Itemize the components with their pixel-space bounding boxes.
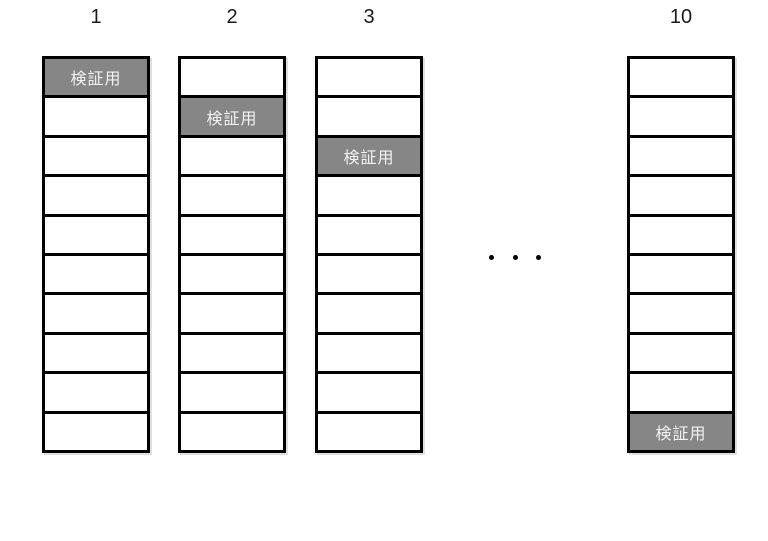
fold-column: 検証用: [178, 56, 286, 453]
training-cell: [630, 256, 732, 296]
ellipsis-separator: [489, 250, 541, 264]
training-cell: [181, 137, 283, 178]
fold-column: 検証用: [315, 56, 423, 453]
training-cell: [630, 137, 732, 178]
training-cell: [318, 334, 420, 375]
training-cell: [181, 295, 283, 335]
training-cell: [630, 59, 732, 99]
training-cell: [630, 374, 732, 414]
training-cell: [181, 334, 283, 375]
training-cell: [318, 98, 420, 138]
validation-cell: 検証用: [45, 59, 147, 99]
fold-label: 3: [363, 6, 375, 28]
training-cell: [45, 98, 147, 138]
training-cell: [630, 295, 732, 335]
validation-cell: 検証用: [181, 98, 283, 138]
ellipsis-dot: [512, 254, 518, 260]
training-cell: [318, 256, 420, 296]
training-cell: [630, 177, 732, 217]
training-cell: [181, 374, 283, 414]
training-cell: [45, 413, 147, 451]
training-cell: [45, 256, 147, 296]
training-cell: [181, 216, 283, 257]
training-cell: [45, 295, 147, 335]
validation-label: 検証用: [655, 425, 707, 443]
validation-label: 検証用: [70, 71, 122, 89]
training-cell: [630, 98, 732, 138]
training-cell: [630, 216, 732, 257]
training-cell: [318, 413, 420, 451]
training-cell: [181, 59, 283, 99]
training-cell: [45, 374, 147, 414]
fold-label: 10: [669, 6, 693, 28]
training-cell: [45, 334, 147, 375]
training-cell: [181, 256, 283, 296]
training-cell: [45, 216, 147, 257]
training-cell: [318, 177, 420, 217]
validation-label: 検証用: [206, 110, 258, 128]
training-cell: [630, 334, 732, 375]
fold-label: 2: [226, 6, 238, 28]
fold-label: 1: [90, 6, 102, 28]
fold-column: 検証用: [627, 56, 735, 453]
fold-column: 検証用: [42, 56, 150, 453]
training-cell: [318, 216, 420, 257]
training-cell: [45, 177, 147, 217]
validation-cell: 検証用: [318, 137, 420, 178]
ellipsis-dot: [536, 254, 541, 260]
training-cell: [181, 177, 283, 217]
training-cell: [181, 413, 283, 451]
validation-cell: 検証用: [630, 413, 732, 451]
training-cell: [318, 374, 420, 414]
training-cell: [318, 59, 420, 99]
training-cell: [45, 137, 147, 178]
ellipsis-dot: [489, 254, 494, 260]
validation-label: 検証用: [343, 150, 395, 168]
training-cell: [318, 295, 420, 335]
